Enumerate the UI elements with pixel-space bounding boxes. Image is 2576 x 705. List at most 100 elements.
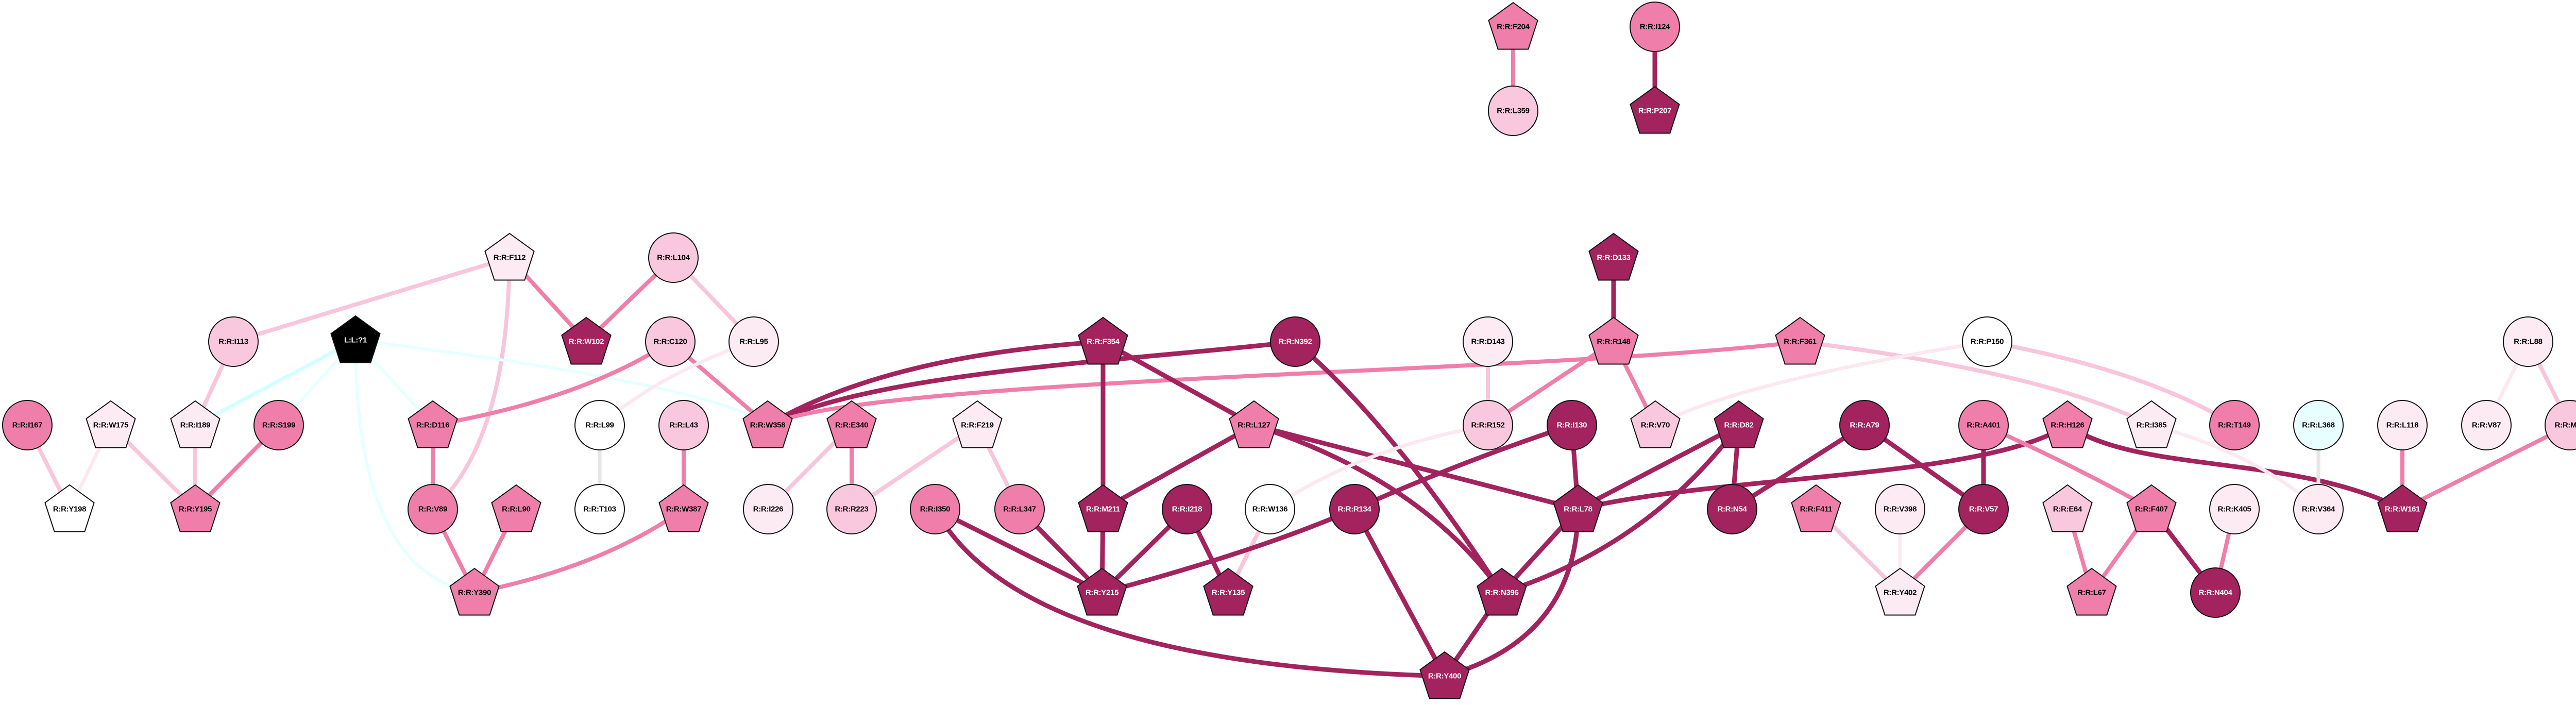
pentagon-node-shape (1078, 316, 1128, 365)
node-r-r-l347: R:R:L347 (994, 484, 1045, 534)
node-r-r-w161: R:R:W161 (2377, 484, 2428, 532)
circle-node-shape (2209, 400, 2260, 450)
node-r-r-v364: R:R:V364 (2293, 484, 2344, 534)
circle-node-shape (1958, 484, 2009, 534)
pentagon-node-shape (2377, 484, 2428, 532)
node-r-r-l127: R:R:L127 (1229, 400, 1279, 448)
edge-r-r-l78-r-r-h126 (1577, 423, 2069, 512)
pentagon-node-shape (86, 400, 136, 448)
node-r-r-w175: R:R:W175 (86, 400, 136, 448)
circle-node-shape (1162, 484, 1212, 534)
pentagon-node-shape (44, 484, 95, 532)
node-r-r-a79: R:R:A79 (1839, 400, 1890, 450)
node-label: R:R:F407 (2135, 505, 2167, 514)
node-r-r-v89: R:R:V89 (408, 484, 458, 534)
circle-node-shape (208, 316, 259, 367)
node-r-r-d133: R:R:D133 (1588, 232, 1639, 281)
edge-r-r-r134-r-r-y400 (1352, 508, 1447, 678)
node-label: R:R:V89 (418, 505, 447, 514)
edge-r-r-h126-r-r-w161 (2066, 423, 2404, 512)
circle-node-shape (2461, 400, 2512, 450)
node-label: R:R:W358 (750, 421, 785, 430)
node-r-r-r223: R:R:R223 (826, 484, 877, 534)
edge-r-r-l78-r-r-y400 (1444, 509, 1581, 679)
edge-l-l-1-r-r-y390 (354, 340, 475, 594)
node-label: R:R:I226 (753, 505, 783, 514)
circle-node-shape (826, 484, 877, 534)
circle-node-shape (2503, 316, 2553, 367)
node-r-r-l78: R:R:L78 (1553, 484, 1603, 532)
pentagon-node-shape (1077, 567, 1127, 616)
node-label: R:R:S199 (262, 421, 295, 430)
node-label: R:R:L78 (1564, 505, 1592, 514)
node-label: R:R:R148 (1597, 338, 1630, 346)
node-r-r-w387: R:R:W387 (658, 484, 709, 532)
node-label: R:R:E64 (2053, 505, 2082, 514)
node-label: R:R:F219 (961, 421, 993, 430)
edge-r-r-f354-r-r-l127 (1101, 340, 1256, 427)
edge-r-r-m84-r-r-w161 (2401, 423, 2571, 511)
pentagon-node-shape (742, 400, 793, 448)
node-label: R:R:D143 (1471, 338, 1504, 346)
pentagon-node-shape (449, 567, 500, 616)
node-r-r-l104: R:R:L104 (648, 232, 699, 283)
node-label: R:R:P207 (1638, 107, 1671, 115)
pentagon-node-shape (1419, 651, 1470, 699)
node-r-r-l368: R:R:L368 (2293, 400, 2344, 450)
node-label: R:R:T149 (2218, 421, 2250, 430)
node-r-r-i167: R:R:I167 (2, 400, 53, 450)
node-r-r-l118: R:R:L118 (2377, 400, 2428, 450)
node-label: R:R:P150 (1971, 338, 2004, 346)
node-label: R:R:D82 (1724, 421, 1753, 430)
node-r-r-i350: R:R:I350 (910, 484, 960, 534)
pentagon-node-shape (1775, 316, 1825, 365)
pentagon-node-shape (484, 232, 535, 281)
circle-node-shape (1962, 316, 2012, 367)
node-r-r-y402: R:R:Y402 (1875, 567, 1925, 616)
edge-r-r-w387-r-r-y390 (474, 507, 685, 595)
node-label: R:R:R152 (1471, 421, 1504, 430)
circle-node-shape (408, 484, 458, 534)
node-label: R:R:W161 (2385, 505, 2420, 514)
node-r-r-m211: R:R:M211 (1078, 484, 1128, 532)
node-r-r-y390: R:R:Y390 (449, 567, 500, 616)
node-label: R:R:L118 (2386, 421, 2419, 430)
pentagon-node-shape (1488, 2, 1538, 50)
pentagon-node-shape (1229, 400, 1279, 448)
node-label: R:R:M84 (2555, 421, 2576, 430)
node-label: R:R:I218 (1172, 505, 1202, 514)
circle-node-shape (1547, 400, 1597, 450)
node-r-r-w136: R:R:W136 (1245, 484, 1295, 534)
node-r-r-f219: R:R:F219 (952, 400, 1003, 448)
node-r-r-d82: R:R:D82 (1714, 400, 1764, 448)
node-label: R:R:Y400 (1428, 672, 1461, 681)
node-label: R:R:L127 (1238, 421, 1270, 430)
pentagon-node-shape (1588, 232, 1639, 281)
pentagon-node-shape (1203, 567, 1253, 616)
node-r-r-y215: R:R:Y215 (1077, 567, 1127, 616)
node-r-r-a401: R:R:A401 (1958, 400, 2009, 450)
pentagon-node-shape (658, 484, 709, 532)
pentagon-node-shape (826, 400, 877, 448)
node-r-r-c120: R:R:C120 (645, 316, 696, 367)
node-label: R:R:Y135 (1212, 589, 1245, 597)
circle-node-shape (253, 400, 304, 450)
edge-r-r-r134-r-r-y215 (1101, 507, 1355, 595)
node-r-r-v398: R:R:V398 (1875, 484, 1925, 534)
edge-r-r-f112-r-r-i113 (232, 256, 511, 344)
edge-r-r-i350-r-r-y400 (933, 508, 1445, 679)
node-label: R:R:V398 (1884, 505, 1917, 514)
circle-node-shape (645, 316, 696, 367)
edge-r-r-p150-r-r-t149 (1987, 340, 2236, 427)
circle-node-shape (1329, 484, 1380, 534)
circle-node-shape (1875, 484, 1925, 534)
circle-node-shape (1707, 484, 1757, 534)
node-l-l-1: L:L:?1 (330, 315, 381, 363)
circle-node-shape (2209, 484, 2260, 534)
node-r-r-e340: R:R:E340 (826, 400, 877, 448)
pentagon-node-shape (330, 315, 381, 363)
pentagon-node-shape (2042, 484, 2093, 532)
circle-node-shape (2545, 400, 2576, 450)
node-label: R:R:L347 (1003, 505, 1036, 514)
